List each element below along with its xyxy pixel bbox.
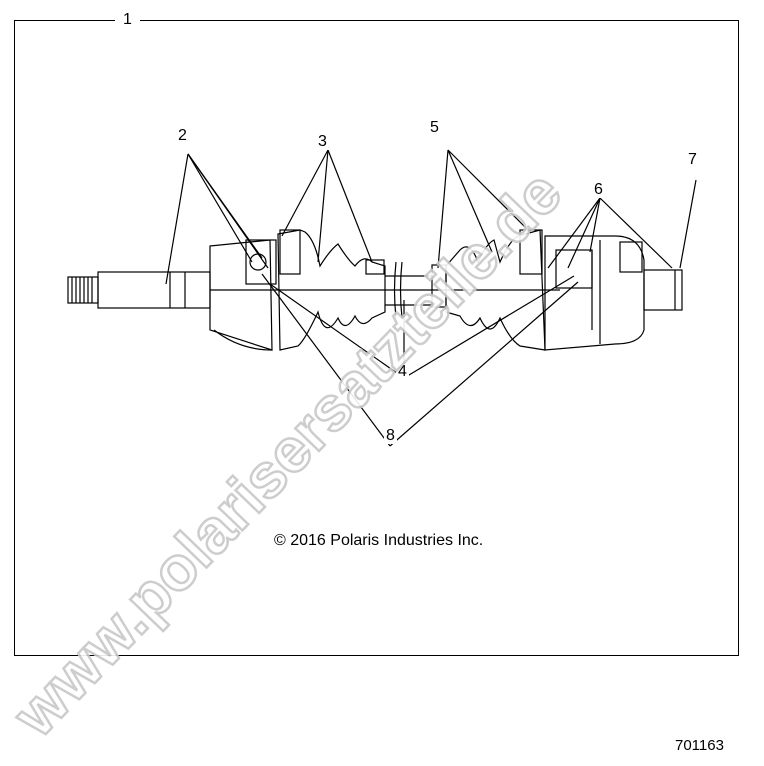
callout-5: 5 (428, 119, 441, 136)
callout-8: 8 (384, 427, 397, 444)
callout-6: 6 (592, 181, 605, 198)
part-number: 701163 (675, 737, 724, 754)
callout-4: 4 (396, 363, 409, 380)
left-boot (277, 229, 386, 351)
callout-3: 3 (316, 133, 329, 150)
leader-lines (165, 149, 697, 447)
callout-2: 2 (176, 127, 189, 144)
right-cv-housing (544, 235, 645, 351)
right-stub-shaft (643, 269, 683, 311)
assembly-callout-1: 1 (115, 12, 140, 28)
callout-7: 7 (686, 151, 699, 168)
left-stub-shaft (67, 271, 211, 309)
diagram-frame (14, 20, 739, 656)
copyright-notice: © 2016 Polaris Industries Inc. (274, 532, 484, 549)
right-boot (445, 229, 546, 351)
